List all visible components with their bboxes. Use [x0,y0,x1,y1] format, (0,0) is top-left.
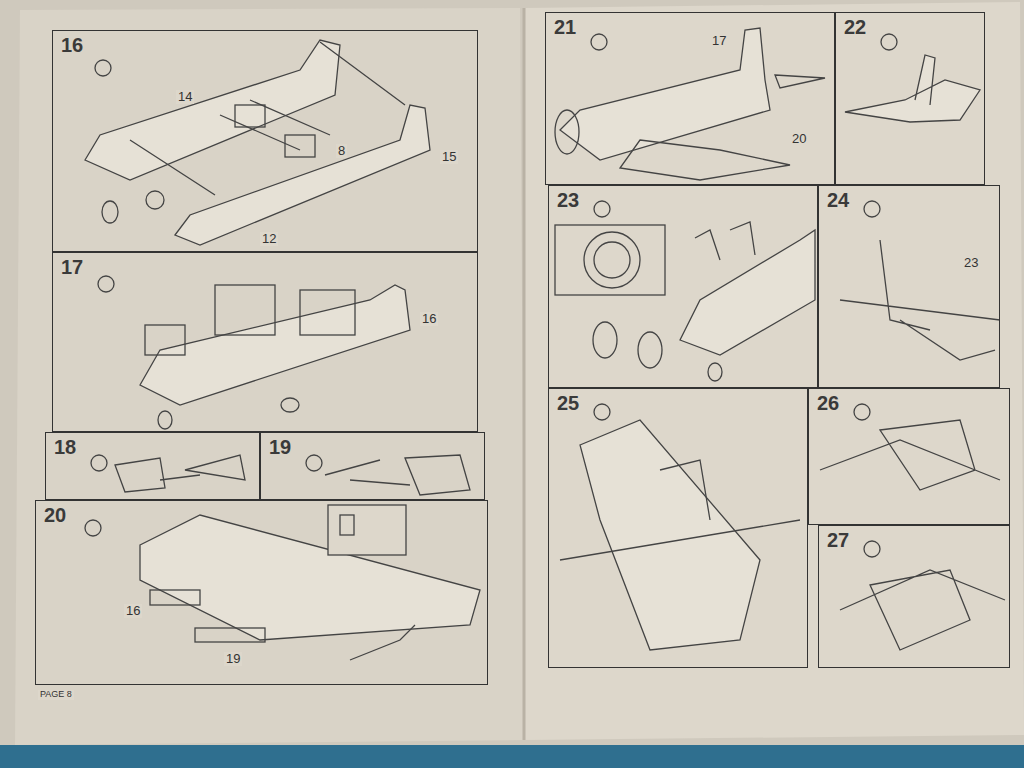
step-number: 21 [554,17,576,37]
step-number: 25 [557,393,579,413]
step-panel: 25 [548,388,808,668]
step-number: 27 [827,530,849,550]
part-number: 16 [420,312,438,326]
step-panel: 27 [818,525,1010,668]
part-number: 14 [176,90,194,104]
step-number: 26 [817,393,839,413]
step-number: 16 [61,35,83,55]
part-number: 15 [440,150,458,164]
part-number: 19 [224,652,242,666]
step-panel: 21 [545,12,835,185]
step-number: 18 [54,437,76,457]
step-panel: 16 [52,30,478,252]
part-number: PAGE 8 [38,690,74,700]
step-panel: 23 [548,185,818,388]
step-number: 17 [61,257,83,277]
step-panel: 20 [35,500,488,685]
part-number: 20 [790,132,808,146]
step-panel: 17 [52,252,478,432]
step-number: 23 [557,190,579,210]
step-number: 24 [827,190,849,210]
step-panel: 24 [818,185,1000,388]
part-number: 17 [710,34,728,48]
step-panel: 19 [260,432,485,500]
part-number: 16 [124,604,142,618]
part-number: 8 [336,144,347,158]
step-number: 22 [844,17,866,37]
step-number: 20 [44,505,66,525]
step-panel: 18 [45,432,260,500]
part-number: 23 [962,256,980,270]
step-number: 19 [269,437,291,457]
step-panel: 22 [835,12,985,185]
step-panel: 26 [808,388,1010,525]
part-number: 12 [260,232,278,246]
